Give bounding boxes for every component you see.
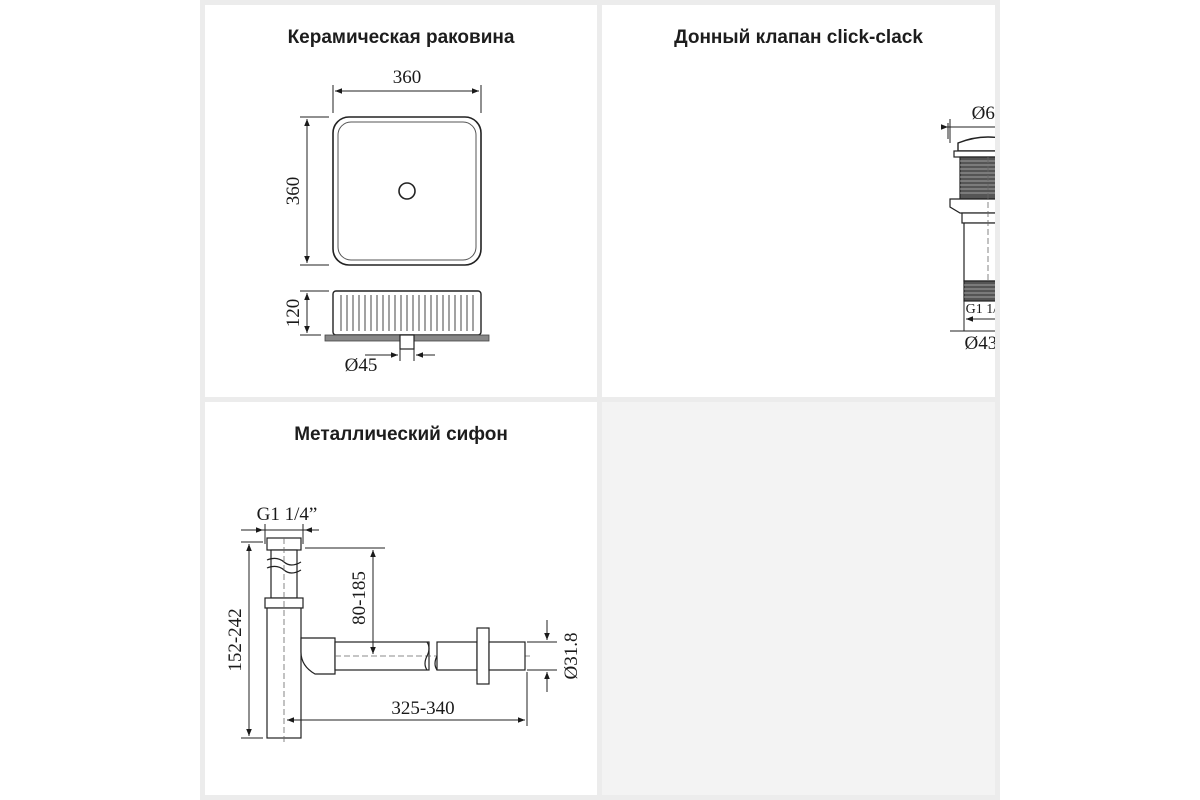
sink-depth-dimension: 360: [283, 116, 329, 266]
siphon-height-label: 152-242: [225, 608, 246, 671]
sink-drawing: 360 360: [283, 67, 490, 376]
valve-title: Донный клапан click-clack: [674, 27, 923, 48]
valve-thread-label: G1 1/4”: [966, 302, 995, 317]
sink-height-dimension: 120: [283, 290, 329, 336]
valve-body-label: Ø43.5: [965, 333, 995, 354]
siphon-length-label: 325-340: [391, 698, 454, 719]
sink-drain-dimension: Ø45: [345, 349, 435, 376]
siphon-drawing: G1 1/4”: [225, 504, 582, 742]
siphon-height-dimension: 152-242: [225, 541, 263, 739]
sink-height-label: 120: [283, 299, 304, 328]
sink-side-view: [324, 290, 490, 350]
sink-depth-label: 360: [283, 177, 304, 206]
siphon-thread-label: G1 1/4”: [257, 504, 318, 525]
siphon-outlet-dimension: Ø31.8: [527, 620, 582, 692]
siphon-inlet-label: 80-185: [349, 571, 370, 625]
sink-drain-hole: [398, 182, 416, 200]
sink-title: Керамическая раковина: [287, 27, 515, 48]
empty-panel: [602, 402, 995, 795]
sink-width-dimension: 360: [332, 67, 482, 113]
sink-drain-label: Ø45: [345, 355, 378, 376]
siphon-thread-dimension: G1 1/4”: [241, 504, 319, 544]
sink-width-label: 360: [393, 67, 422, 88]
sink-top-view: [332, 116, 482, 266]
valve-panel: Донный клапан click-clack Ø62: [602, 5, 995, 397]
spec-sheet: Керамическая раковина 360: [200, 0, 1000, 800]
siphon-title: Металлический сифон: [294, 424, 508, 445]
siphon-outlet-label: Ø31.8: [561, 633, 582, 680]
valve-drawing: Ø62: [941, 103, 995, 354]
valve-body: [949, 136, 995, 302]
siphon-length-dimension: 325-340: [287, 672, 528, 726]
valve-cap-label: Ø62: [972, 103, 995, 124]
siphon-body: [264, 537, 533, 742]
sink-drain-outlet: [399, 334, 415, 350]
valve-cap-dimension: [947, 123, 949, 139]
valve-thread-dimension: G1 1/4” Ø43.5: [950, 301, 995, 354]
sink-panel: Керамическая раковина 360: [205, 5, 597, 397]
siphon-inlet-dimension: 80-185: [305, 547, 385, 654]
siphon-panel: Металлический сифон G1 1/4”: [205, 402, 597, 795]
